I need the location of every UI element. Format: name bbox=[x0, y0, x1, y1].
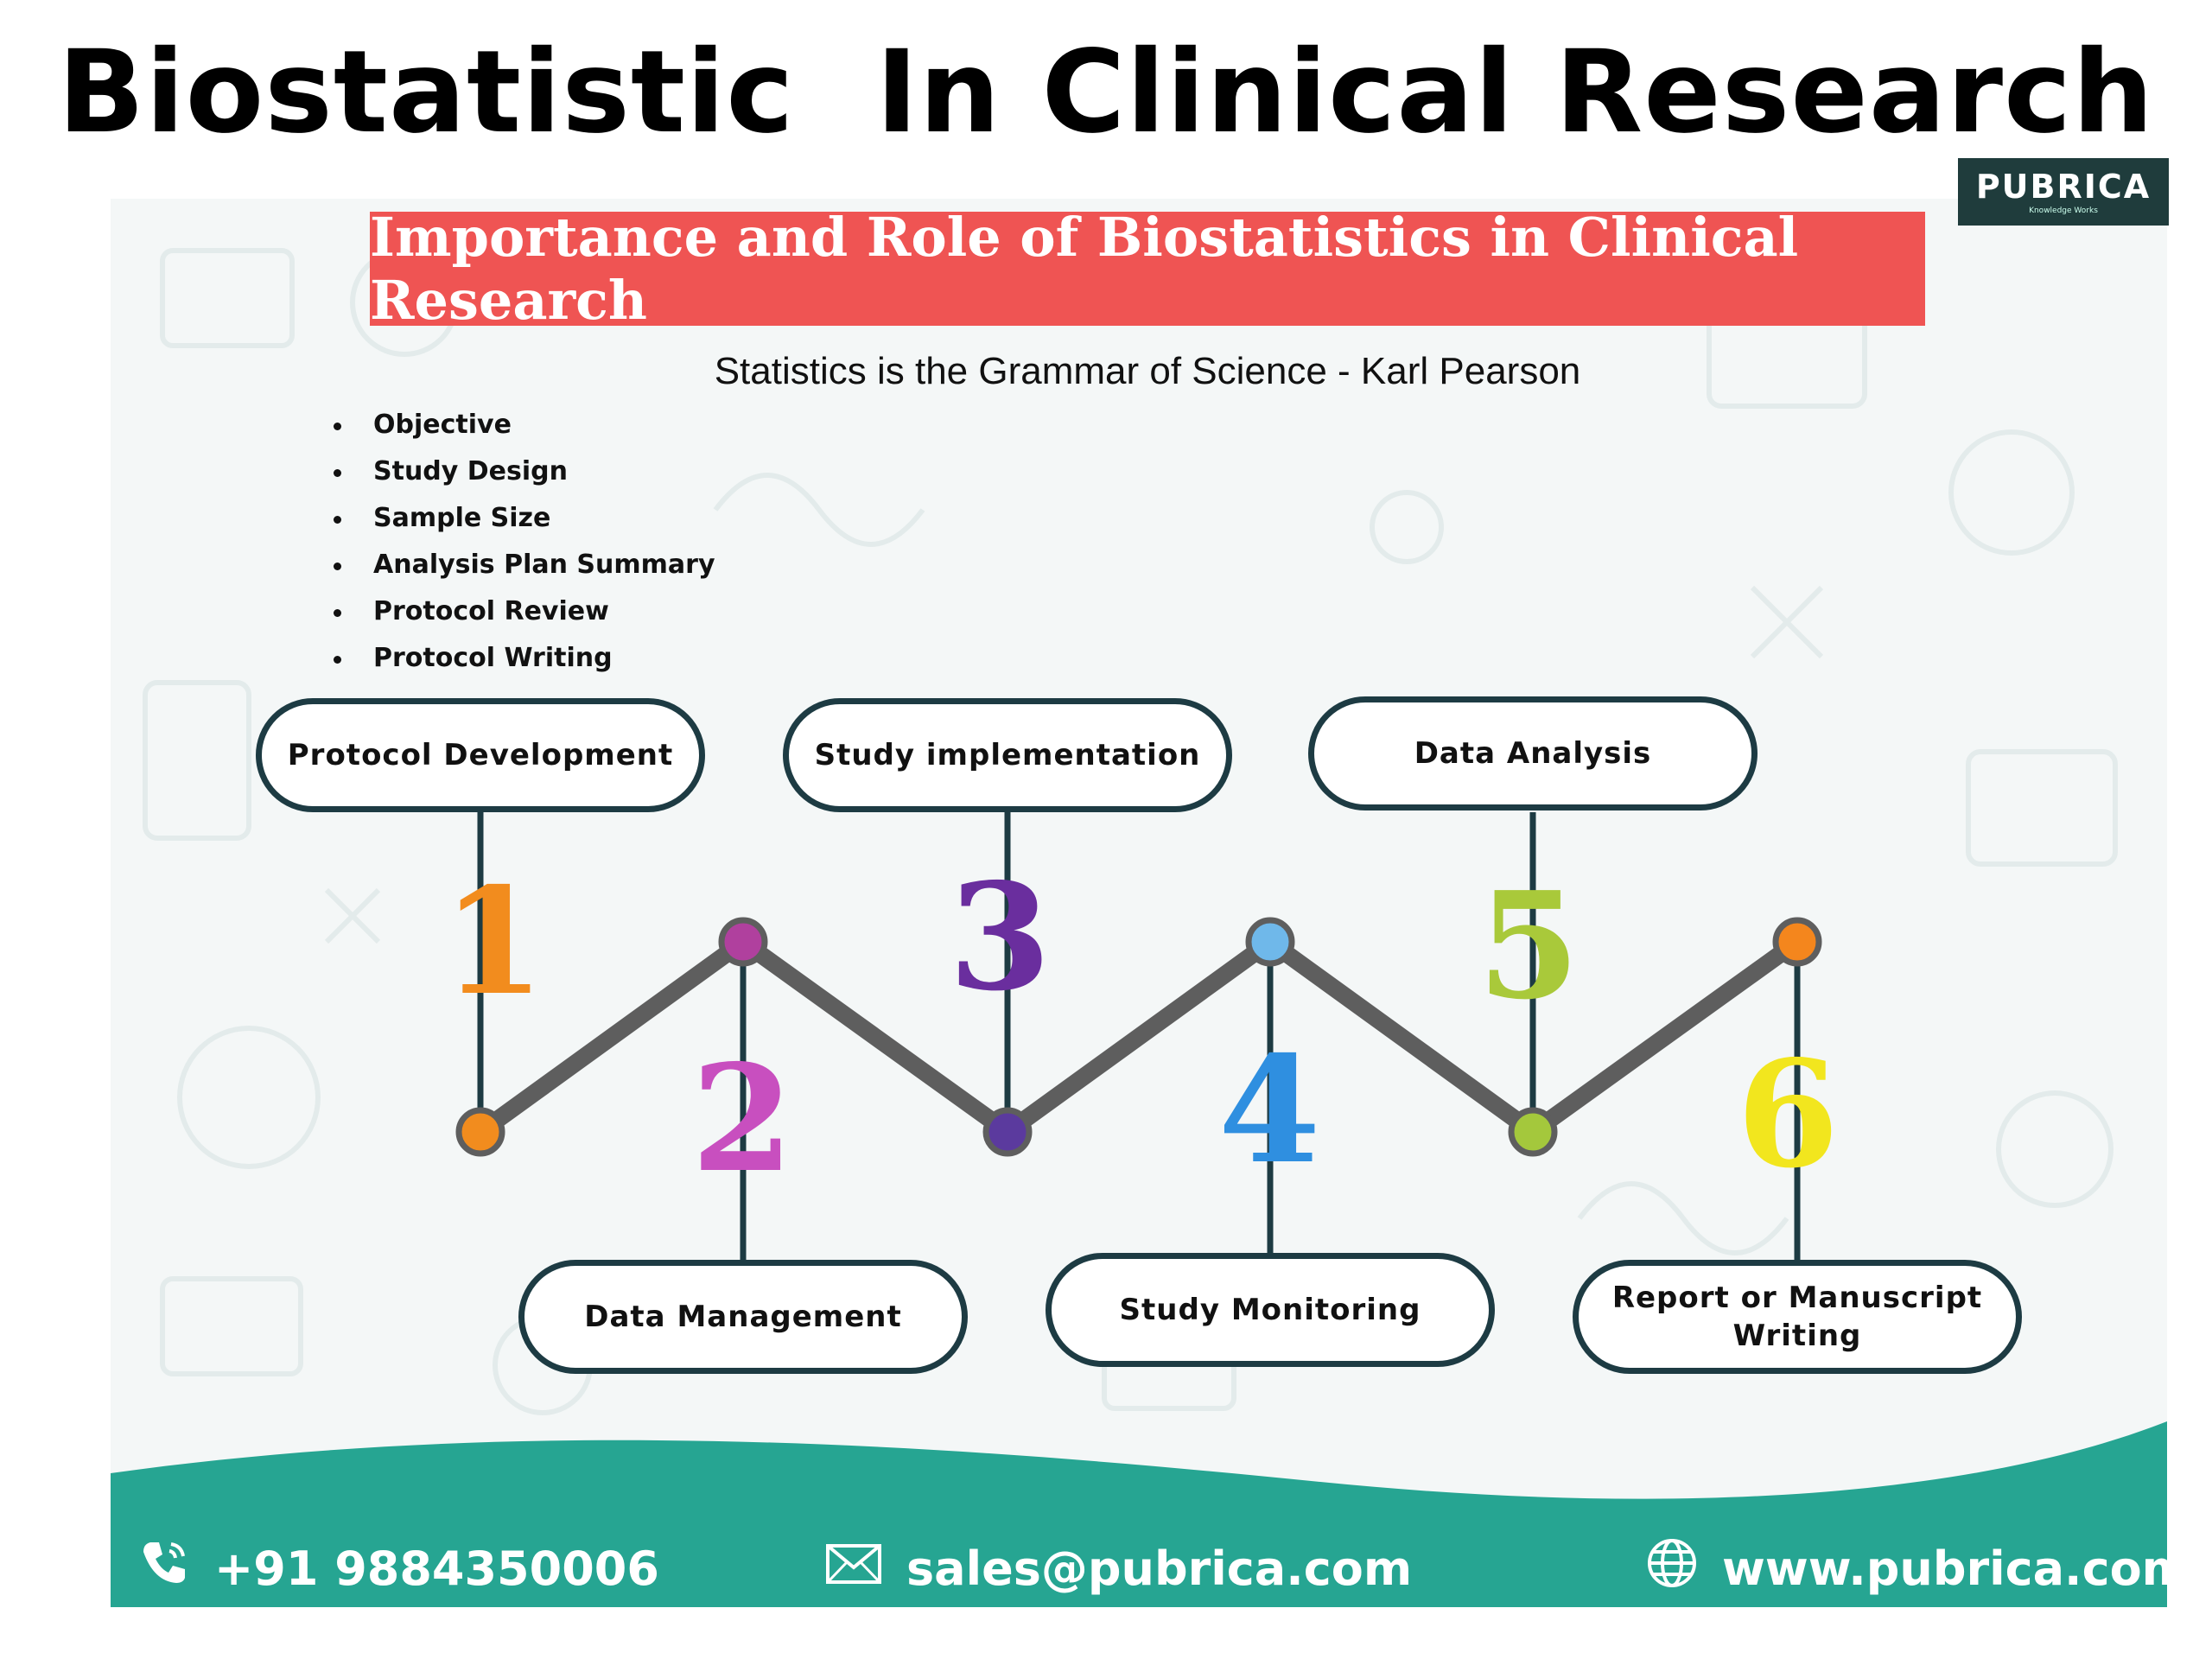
bullet-item: Protocol Writing bbox=[328, 635, 715, 682]
stage-protocol-development: Protocol Development bbox=[256, 698, 705, 812]
logo-name: PUBRICA bbox=[1975, 168, 2152, 206]
footer-website[interactable]: www.pubrica.com bbox=[1646, 1538, 2190, 1599]
node-5 bbox=[1508, 1107, 1558, 1157]
footer-band bbox=[111, 1421, 2167, 1607]
node-4 bbox=[1245, 917, 1295, 967]
stage-study-implementation: Study implementation bbox=[783, 698, 1232, 812]
bullet-item: Study Design bbox=[328, 448, 715, 495]
node-3 bbox=[982, 1107, 1033, 1157]
stage-study-monitoring: Study Monitoring bbox=[1046, 1253, 1495, 1367]
footer-phone[interactable]: +91 9884350006 bbox=[138, 1538, 659, 1599]
page-title: Biostatistic In Clinical Research bbox=[57, 26, 2155, 159]
stage-data-management: Data Management bbox=[518, 1260, 968, 1374]
node-6 bbox=[1772, 917, 1822, 967]
pubrica-logo: PUBRICA Knowledge Works bbox=[1958, 158, 2169, 226]
node-2 bbox=[718, 917, 768, 967]
bullet-item: Sample Size bbox=[328, 495, 715, 542]
banner-text: Importance and Role of Biostatistics in … bbox=[370, 206, 1799, 332]
bullet-item: Objective bbox=[328, 402, 715, 448]
zigzag-path bbox=[472, 933, 1806, 1141]
quote: Statistics is the Grammar of Science - K… bbox=[714, 350, 1581, 392]
bullet-item: Analysis Plan Summary bbox=[328, 542, 715, 588]
footer-email[interactable]: sales@pubrica.com bbox=[825, 1538, 1412, 1599]
mail-icon bbox=[825, 1541, 882, 1596]
stage-report-or-manuscript-writing: Report or Manuscript Writing bbox=[1573, 1260, 2022, 1374]
phone-number: +91 9884350006 bbox=[214, 1541, 659, 1596]
stage-label: Study implementation bbox=[814, 738, 1201, 772]
node-1 bbox=[455, 1107, 505, 1157]
logo-tagline: Knowledge Works bbox=[2029, 207, 2098, 215]
stage-label: Report or Manuscript Writing bbox=[1611, 1281, 1983, 1353]
step-number-5: 5 bbox=[1478, 860, 1580, 1033]
section-banner: Importance and Role of Biostatistics in … bbox=[370, 206, 1925, 332]
stage-label: Protocol Development bbox=[287, 738, 674, 772]
stage-label: Data Analysis bbox=[1414, 736, 1652, 771]
step-number-4: 4 bbox=[1218, 1024, 1321, 1197]
step-number-3: 3 bbox=[949, 851, 1052, 1024]
step-number-2: 2 bbox=[691, 1033, 794, 1205]
stage-label: Data Management bbox=[584, 1300, 902, 1334]
stage-data-analysis: Data Analysis bbox=[1308, 696, 1758, 810]
phone-icon bbox=[138, 1537, 190, 1600]
website-url: www.pubrica.com bbox=[1722, 1541, 2190, 1596]
stage-label: Study Monitoring bbox=[1119, 1293, 1421, 1327]
bullet-item: Protocol Review bbox=[328, 588, 715, 635]
step-number-1: 1 bbox=[442, 855, 545, 1028]
globe-icon bbox=[1646, 1537, 1698, 1600]
email-address: sales@pubrica.com bbox=[906, 1541, 1413, 1596]
protocol-bullet-list: Objective Study Design Sample Size Analy… bbox=[328, 402, 715, 682]
step-number-6: 6 bbox=[1737, 1028, 1840, 1201]
